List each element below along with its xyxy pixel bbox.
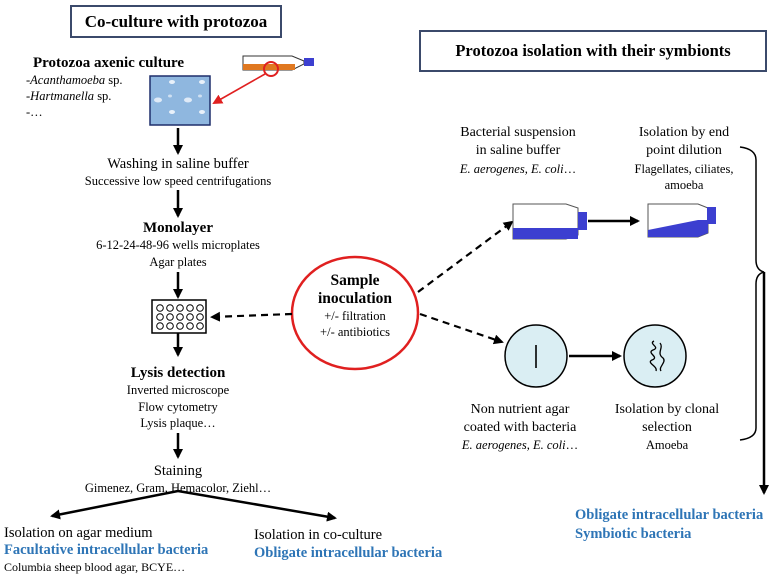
endpoint-line-2: point dilution — [646, 143, 722, 158]
nonnutrient-species: E. aerogenes, E. coli… — [461, 438, 579, 452]
endpoint-line-1: Isolation by end — [638, 125, 730, 140]
sample-title-1: Sample — [330, 272, 380, 289]
nonnutrient-line-2: coated with bacteria — [463, 420, 577, 435]
isolation-title: Protozoa isolation with their symbionts — [455, 41, 731, 60]
axenic-item-3: -… — [26, 105, 43, 119]
lysis-line-1: Inverted microscope — [126, 383, 230, 397]
monolayer-line-1: 6-12-24-48-96 wells microplates — [96, 238, 260, 252]
sample-line-2: +/- antibiotics — [320, 325, 390, 339]
clonal-line-2: selection — [642, 420, 692, 435]
coculture-isolation-title: Isolation in co-culture — [254, 527, 383, 543]
suspension-line-2: in saline buffer — [475, 143, 561, 158]
coculture-title: Co-culture with protozoa — [84, 11, 268, 31]
dashed-arrows — [210, 220, 514, 345]
staining-title: Staining — [153, 463, 203, 479]
symbiotic-result: Symbiotic bacteria — [575, 526, 692, 542]
clonal-line-1: Isolation by clonal — [614, 402, 720, 417]
culture-flask-icon — [242, 55, 314, 77]
axenic-item-2: -Hartmanella sp. — [26, 89, 112, 103]
suspension-flask-icon — [512, 203, 587, 240]
agar-isolation-title: Isolation on agar medium — [4, 525, 153, 541]
facultative-result: Facultative intracellular bacteria — [4, 542, 209, 558]
axenic-item-1: -Acanthamoeba sp. — [26, 73, 123, 87]
right-bracket — [739, 146, 765, 441]
lysis-line-2: Flow cytometry — [138, 400, 218, 414]
lysis-line-3: Lysis plaque… — [140, 416, 216, 430]
suspension-species: E. aerogenes, E. coli… — [459, 162, 577, 176]
staining-sub: Gimenez, Gram, Hemacolor, Ziehl… — [84, 481, 272, 495]
left-flow-arrows — [50, 128, 337, 522]
obligate-result-left: Obligate intracellular bacteria — [254, 545, 443, 561]
clonal-dish-icon — [623, 324, 687, 388]
sample-title-2: inoculation — [317, 290, 393, 307]
agar-isolation-sub: Columbia sheep blood agar, BCYE… — [4, 560, 186, 574]
suspension-line-1: Bacterial suspension — [460, 125, 576, 140]
washing-sub: Successive low speed centrifugations — [84, 174, 272, 188]
agar-dish-icon — [504, 324, 568, 388]
dilution-flask-icon — [647, 203, 716, 238]
monolayer-title: Monolayer — [143, 220, 213, 236]
clonal-line-3: Amoeba — [645, 438, 689, 452]
endpoint-line-4: amoeba — [664, 178, 704, 192]
axenic-title: Protozoa axenic culture — [33, 55, 185, 71]
sample-line-1: +/- filtration — [324, 309, 386, 323]
nonnutrient-line-1: Non nutrient agar — [470, 402, 570, 417]
endpoint-line-3: Flagellates, ciliates, — [634, 162, 734, 176]
sample-inoculation-ellipse — [290, 255, 420, 371]
red-arrow — [212, 73, 266, 104]
lysis-title: Lysis detection — [130, 365, 226, 381]
washing-title: Washing in saline buffer — [107, 156, 249, 172]
coculture-title-box: Co-culture with protozoa — [70, 5, 282, 38]
obligate-result-right: Obligate intracellular bacteria — [575, 507, 764, 523]
microplate-icon — [151, 299, 207, 334]
monolayer-line-2: Agar plates — [149, 255, 207, 269]
isolation-title-box: Protozoa isolation with their symbionts — [419, 30, 767, 72]
microscope-image-icon — [149, 75, 211, 126]
